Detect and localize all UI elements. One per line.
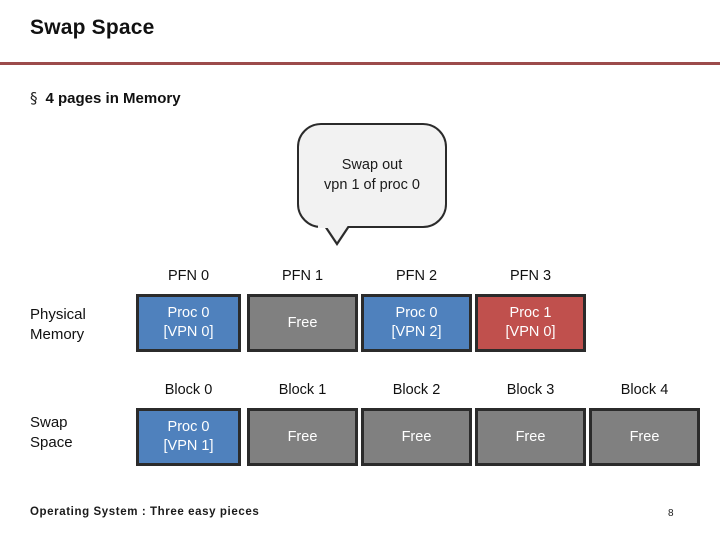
page-title: Swap Space xyxy=(30,16,155,39)
callout-line-2: vpn 1 of proc 0 xyxy=(324,176,420,193)
swap-cell-0-line1: Proc 0 xyxy=(167,419,210,436)
physical-memory-label-line1: Physical xyxy=(30,306,86,323)
callout-bubble: Swap out vpn 1 of proc 0 xyxy=(297,123,447,228)
pm-cell-0-line2: [VPN 0] xyxy=(163,324,214,340)
pm-cell-3-line2: [VPN 0] xyxy=(505,324,556,340)
pm-cell-3: Proc 1 [VPN 0] xyxy=(475,294,586,352)
footer-text: Operating System : Three easy pieces xyxy=(30,506,260,518)
swap-cell-2: Free xyxy=(361,408,472,466)
callout-tail-cover xyxy=(318,218,346,228)
bullet-text: 4 pages in Memory xyxy=(45,90,181,107)
pm-cell-1-line1: Free xyxy=(287,314,318,331)
pm-cell-1: Free xyxy=(247,294,358,352)
swap-cell-4: Free xyxy=(589,408,700,466)
callout-line-1: Swap out xyxy=(341,156,403,173)
title-divider xyxy=(0,62,720,65)
swap-cell-3-line1: Free xyxy=(515,428,546,445)
swap-cell-0: Proc 0 [VPN 1] xyxy=(136,408,241,466)
swap-header-2: Block 2 xyxy=(392,382,441,398)
physical-memory-row-label: Physical Memory xyxy=(30,305,86,346)
bullet-marker-icon: § xyxy=(30,89,38,107)
swap-header-4: Block 4 xyxy=(620,382,669,398)
pm-header-1: PFN 1 xyxy=(281,268,324,284)
pm-cell-0: Proc 0 [VPN 0] xyxy=(136,294,241,352)
swap-header-1: Block 1 xyxy=(278,382,327,398)
swap-header-0: Block 0 xyxy=(164,382,213,398)
swap-space-label-line2: Space xyxy=(30,434,73,452)
pm-header-2: PFN 2 xyxy=(395,268,438,284)
pm-cell-2-line2: [VPN 2] xyxy=(391,324,442,340)
pm-cell-2: Proc 0 [VPN 2] xyxy=(361,294,472,352)
physical-memory-label-line2: Memory xyxy=(30,326,85,344)
page-number: 8 xyxy=(668,508,674,519)
pm-header-3: PFN 3 xyxy=(509,268,552,284)
swap-space-row-label: Swap Space xyxy=(30,413,73,454)
swap-cell-2-line1: Free xyxy=(401,428,432,445)
pm-cell-0-line1: Proc 0 xyxy=(167,305,210,322)
swap-cell-4-line1: Free xyxy=(629,428,660,445)
callout-tail-fill xyxy=(325,224,349,242)
swap-space-label-line1: Swap xyxy=(30,414,68,431)
swap-cell-3: Free xyxy=(475,408,586,466)
pm-cell-2-line1: Proc 0 xyxy=(395,305,438,322)
pm-header-0: PFN 0 xyxy=(167,268,210,284)
swap-header-3: Block 3 xyxy=(506,382,555,398)
swap-cell-0-line2: [VPN 1] xyxy=(163,438,214,454)
pm-cell-3-line1: Proc 1 xyxy=(509,305,552,322)
swap-cell-1-line1: Free xyxy=(287,428,318,445)
bullet-row: § 4 pages in Memory xyxy=(30,90,181,107)
swap-cell-1: Free xyxy=(247,408,358,466)
